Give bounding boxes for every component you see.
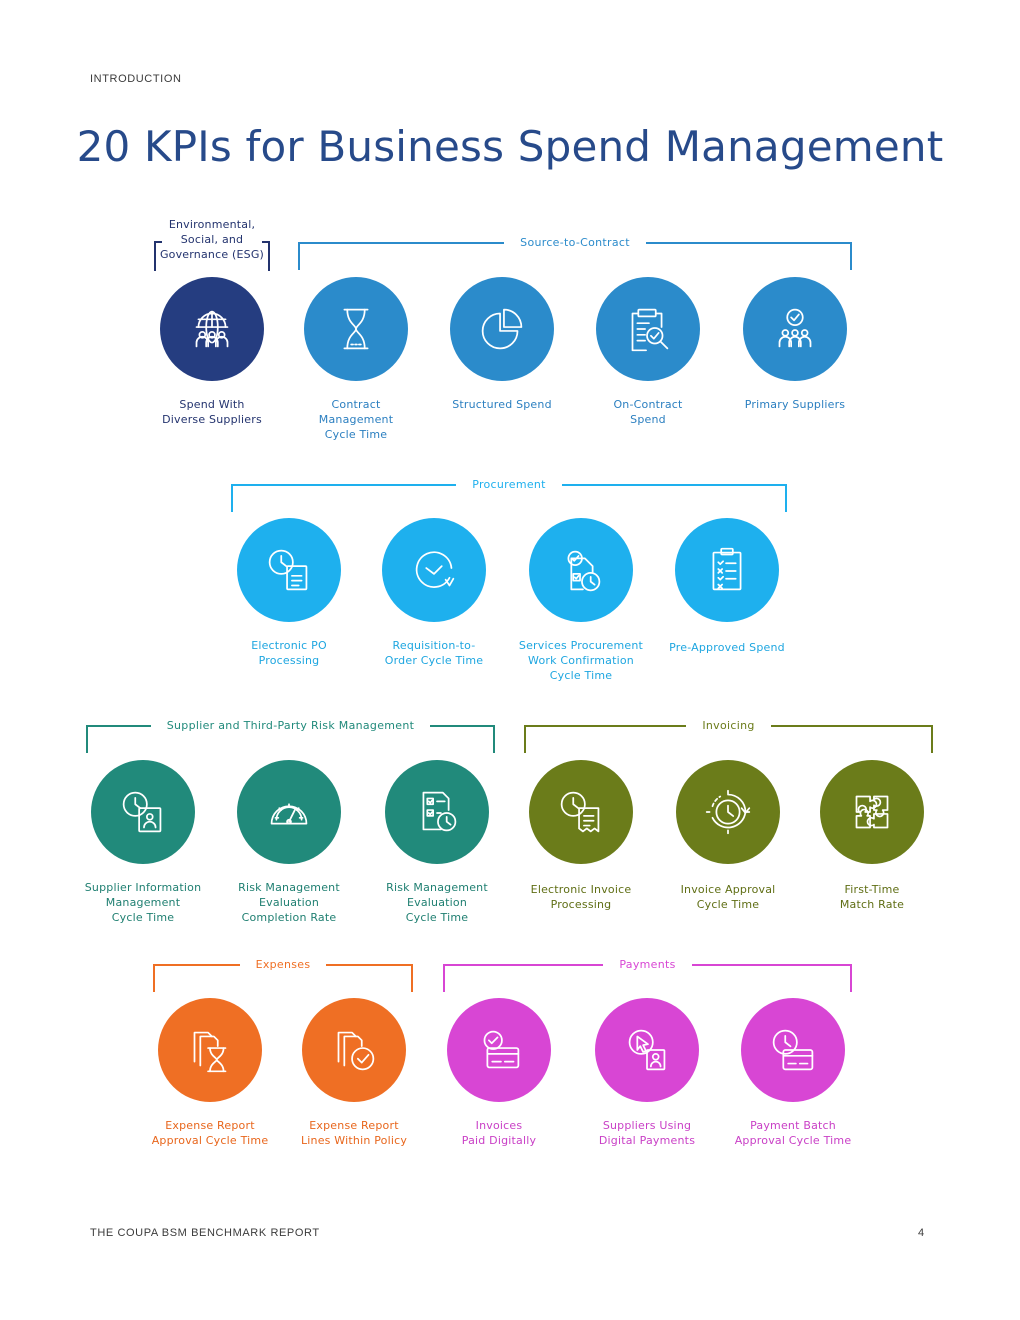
kpi-label: Services Procurement Work Confirmation C… (518, 639, 644, 682)
group-label-payments: Payments (603, 958, 692, 971)
kpi-first-time-match-rate: First-Time Match Rate (792, 760, 952, 912)
clock-invoice-icon (550, 781, 612, 843)
clock-arrow-icon (403, 539, 465, 601)
kpi-label: Contract Management Cycle Time (318, 398, 394, 441)
kpi-circle (820, 760, 924, 864)
kpi-label: Risk Management Evaluation Completion Ra… (238, 881, 340, 924)
group-label-source-to-contract: Source-to-Contract (504, 236, 646, 249)
kpi-label: Supplier Information Management Cycle Ti… (84, 881, 202, 924)
group-label-invoicing: Invoicing (686, 719, 771, 732)
kpi-payment-batch-approval-cycle-time: Payment Batch Approval Cycle Time (713, 998, 873, 1148)
kpi-structured-spend: Structured Spend (422, 277, 582, 412)
esg-bracket-left (154, 241, 162, 271)
group-label-procurement: Procurement (456, 478, 562, 491)
documents-hourglass-icon (179, 1019, 241, 1081)
checklist-icon (696, 539, 758, 601)
gauge-icon (258, 781, 320, 843)
kpi-pre-approved-spend: Pre-Approved Spend (647, 518, 807, 655)
kpi-label: Spend With Diverse Suppliers (162, 398, 262, 426)
clock-person-card-icon (112, 781, 174, 843)
kpi-requisition-to-order-cycle-time: Requisition-to- Order Cycle Time (354, 518, 514, 668)
documents-check-icon (323, 1019, 385, 1081)
kpi-circle (160, 277, 264, 381)
kpi-spend-with-diverse-suppliers: Spend With Diverse Suppliers (132, 277, 292, 427)
kpi-circle (675, 518, 779, 622)
kpi-circle (529, 518, 633, 622)
kpi-circle (237, 518, 341, 622)
kpi-circle (158, 998, 262, 1102)
kpi-electronic-invoice-processing: Electronic Invoice Processing (501, 760, 661, 912)
kpi-risk-management-evaluation-cycle-time: Risk Management Evaluation Cycle Time (357, 760, 517, 925)
kpi-label: Primary Suppliers (744, 398, 846, 411)
kpi-circle (741, 998, 845, 1102)
kpi-contract-management-cycle-time: Contract Management Cycle Time (276, 277, 436, 442)
kpi-risk-management-evaluation-completion-rate: Risk Management Evaluation Completion Ra… (209, 760, 369, 925)
kpi-services-procurement-work-confirmation-cycle-time: Services Procurement Work Confirmation C… (501, 518, 661, 683)
kpi-label: Electronic Invoice Processing (530, 883, 632, 911)
cursor-person-icon (616, 1019, 678, 1081)
kpi-circle (450, 277, 554, 381)
kpi-electronic-po-processing: Electronic PO Processing (209, 518, 369, 668)
kpi-invoices-paid-digitally: Invoices Paid Digitally (419, 998, 579, 1148)
kpi-circle (302, 998, 406, 1102)
kpi-label: Requisition-to- Order Cycle Time (384, 639, 484, 667)
group-label-expenses: Expenses (239, 958, 327, 971)
group-bracket-source-to-contract: Source-to-Contract (298, 236, 852, 270)
clock-card-icon (762, 1019, 824, 1081)
kpi-circle (743, 277, 847, 381)
kpi-label: Expense Report Approval Cycle Time (151, 1119, 269, 1147)
clock-document-icon (258, 539, 320, 601)
group-bracket-invoicing: Invoicing (524, 719, 933, 753)
group-label-risk: Supplier and Third-Party Risk Management (150, 719, 431, 732)
kpi-circle (304, 277, 408, 381)
clock-cycle-icon (697, 781, 759, 843)
kpi-circle (676, 760, 780, 864)
people-check-icon (764, 298, 826, 360)
document-check-clock-icon (550, 539, 612, 601)
kpi-label: Invoice Approval Cycle Time (680, 883, 776, 911)
kpi-on-contract-spend: On-Contract Spend (568, 277, 728, 427)
kpi-label: Payment Batch Approval Cycle Time (734, 1119, 852, 1147)
kpi-label: Expense Report Lines Within Policy (300, 1119, 408, 1147)
kpi-label: On-Contract Spend (613, 398, 683, 426)
kpi-supplier-information-management-cycle-time: Supplier Information Management Cycle Ti… (63, 760, 223, 925)
group-bracket-payments: Payments (443, 958, 852, 992)
kpi-circle (595, 998, 699, 1102)
kpi-circle (385, 760, 489, 864)
kpi-label: Electronic PO Processing (251, 639, 327, 667)
group-label-esg: Environmental, Social, and Governance (E… (159, 218, 265, 261)
kpi-label: Structured Spend (452, 398, 552, 411)
kpi-circle (382, 518, 486, 622)
footer-report-name: THE COUPA BSM BENCHMARK REPORT (90, 1227, 320, 1239)
section-kicker: INTRODUCTION (90, 73, 182, 85)
kpi-suppliers-using-digital-payments: Suppliers Using Digital Payments (567, 998, 727, 1148)
kpi-expense-report-lines-within-policy: Expense Report Lines Within Policy (274, 998, 434, 1148)
check-card-icon (468, 1019, 530, 1081)
kpi-label: First-Time Match Rate (839, 883, 905, 911)
kpi-label: Suppliers Using Digital Payments (598, 1119, 696, 1147)
group-bracket-expenses: Expenses (153, 958, 413, 992)
kpi-primary-suppliers: Primary Suppliers (715, 277, 875, 412)
pie-chart-icon (471, 298, 533, 360)
kpi-label: Risk Management Evaluation Cycle Time (386, 881, 488, 924)
kpi-expense-report-approval-cycle-time: Expense Report Approval Cycle Time (130, 998, 290, 1148)
page-title: 20 KPIs for Business Spend Management (76, 122, 944, 171)
esg-bracket-right (262, 241, 270, 271)
clipboard-magnifier-icon (617, 298, 679, 360)
globe-people-icon (181, 298, 243, 360)
kpi-circle (91, 760, 195, 864)
checklist-clock-icon (406, 781, 468, 843)
kpi-circle (596, 277, 700, 381)
page-number: 4 (918, 1227, 925, 1239)
kpi-circle (529, 760, 633, 864)
group-bracket-procurement: Procurement (231, 478, 787, 512)
group-bracket-risk: Supplier and Third-Party Risk Management (86, 719, 495, 753)
kpi-label: Invoices Paid Digitally (461, 1119, 537, 1147)
kpi-circle (447, 998, 551, 1102)
kpi-label: Pre-Approved Spend (669, 641, 785, 654)
puzzle-icon (841, 781, 903, 843)
kpi-invoice-approval-cycle-time: Invoice Approval Cycle Time (648, 760, 808, 912)
kpi-circle (237, 760, 341, 864)
hourglass-icon (325, 298, 387, 360)
